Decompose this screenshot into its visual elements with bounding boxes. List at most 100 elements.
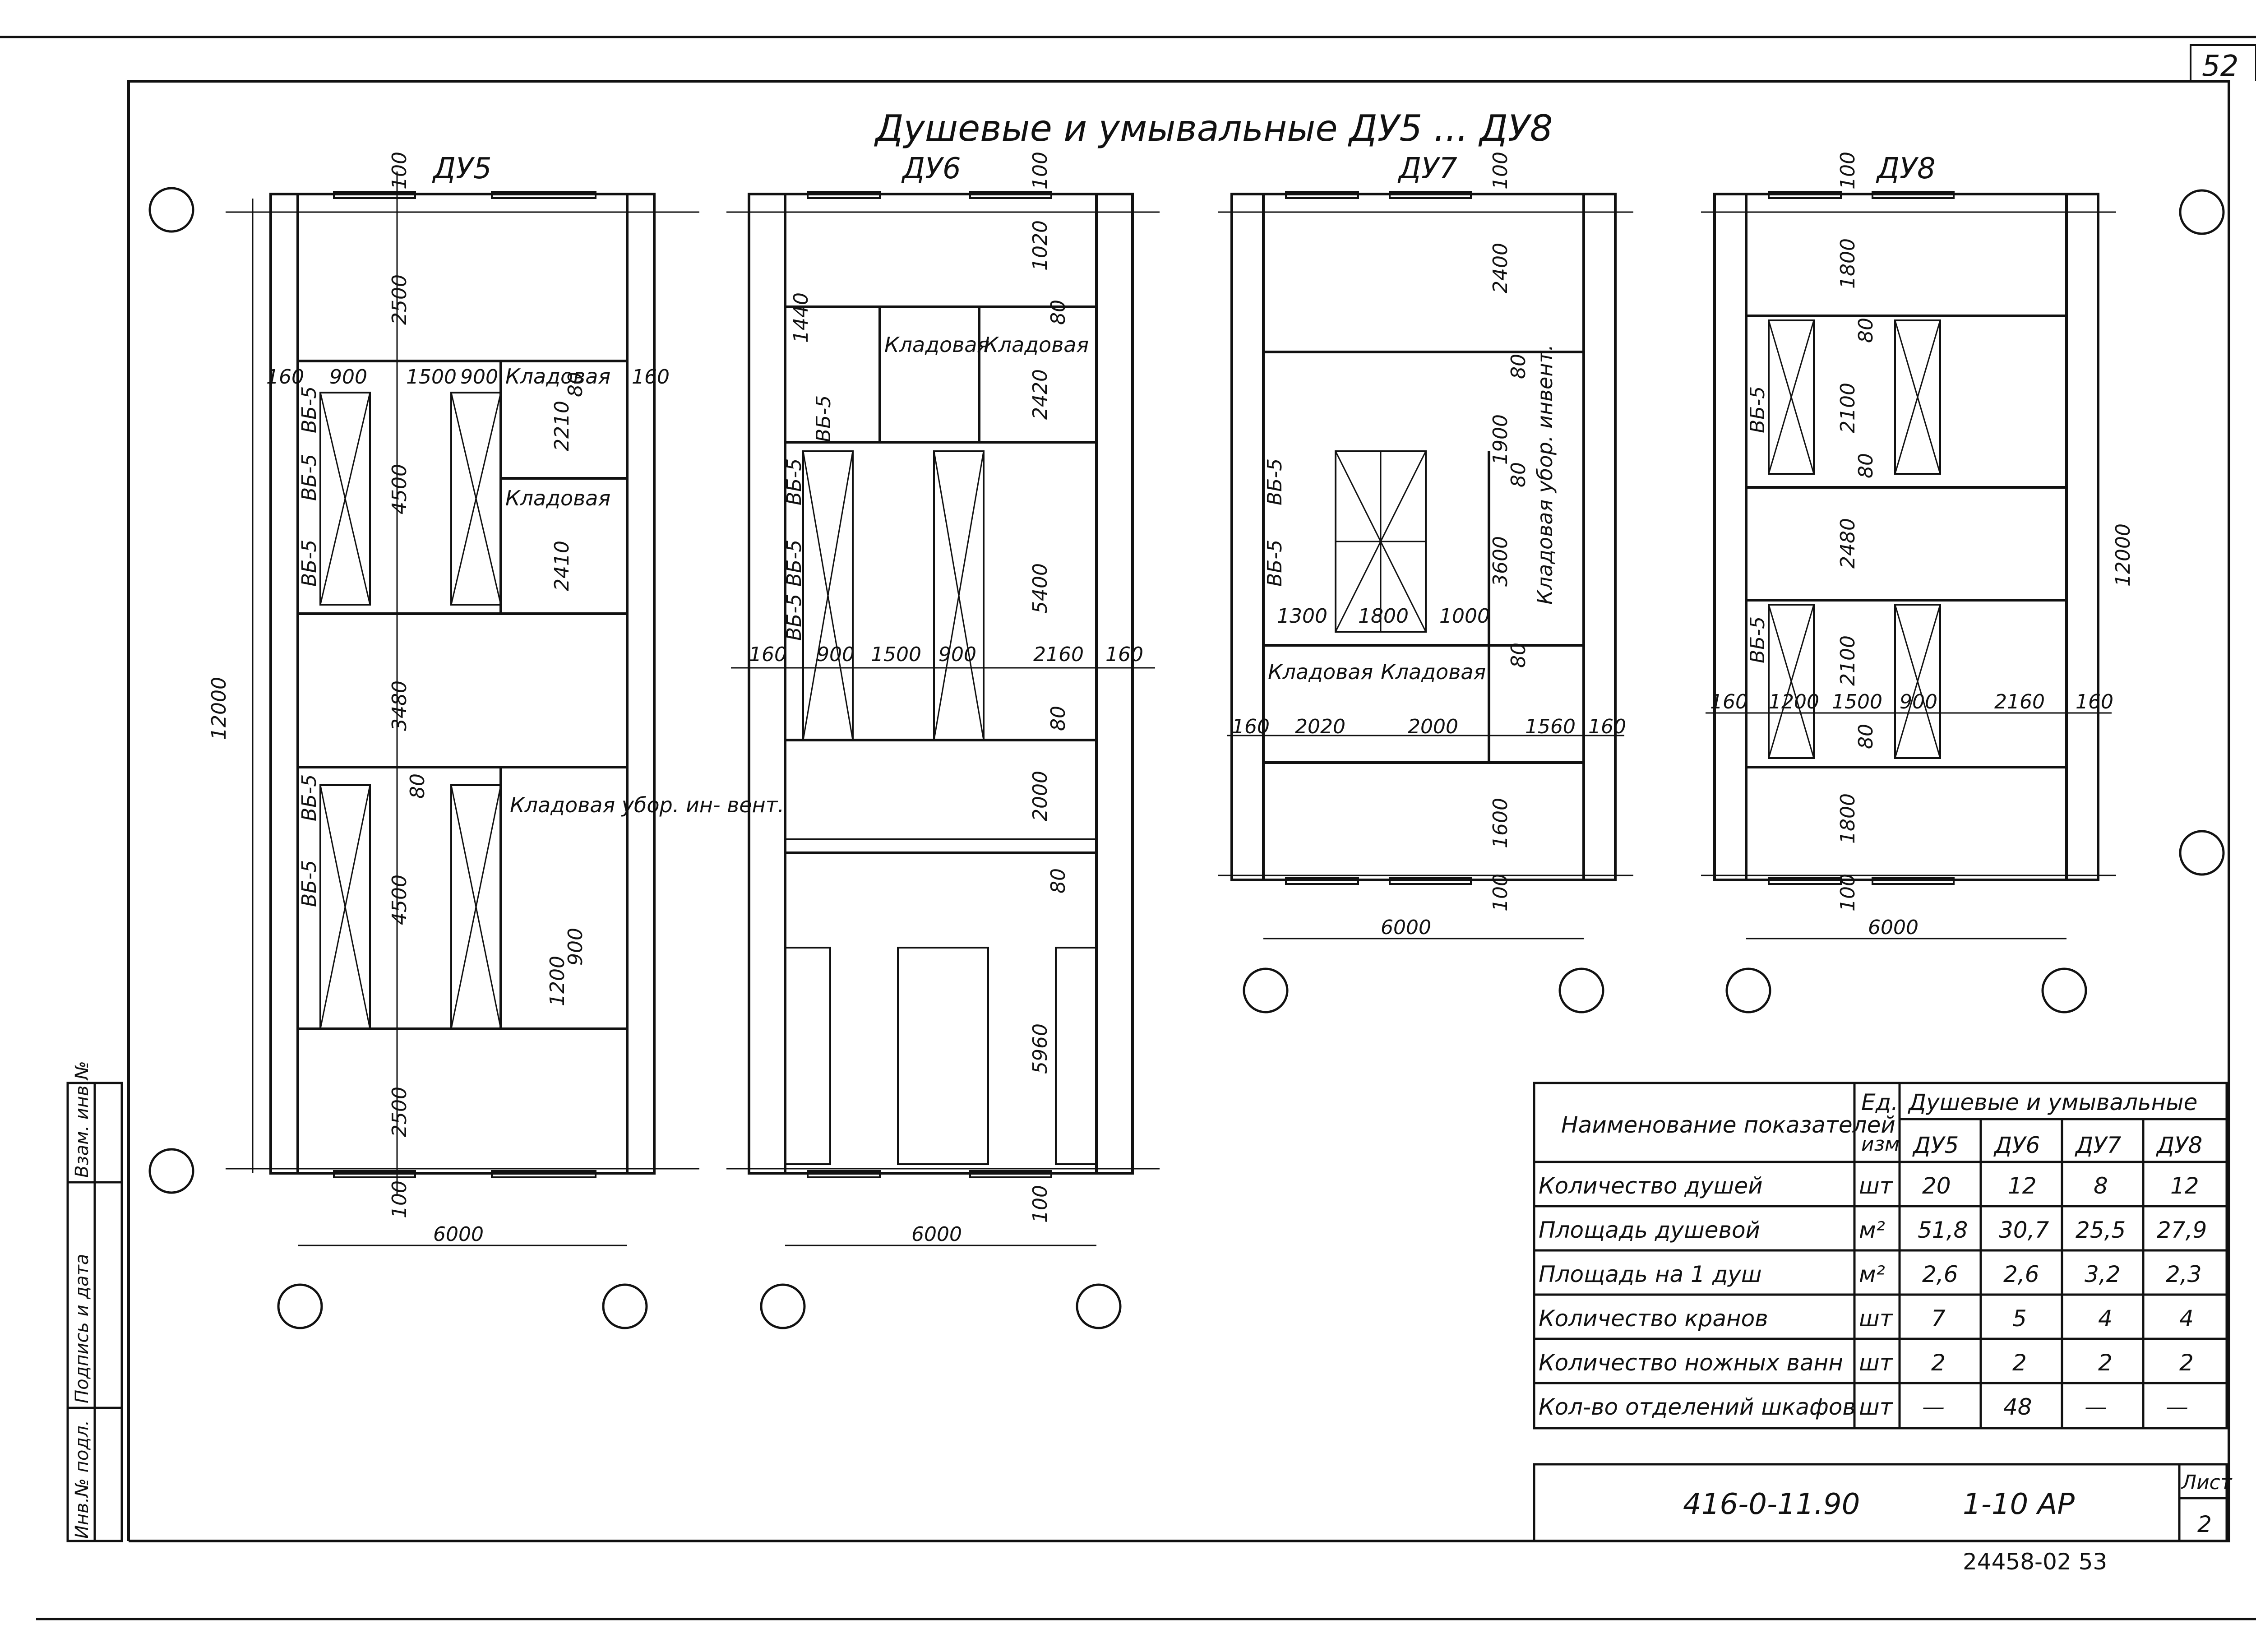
du8-dim-7: 1500 [1832,690,1882,713]
du7-dim-7: 160 [1232,715,1270,738]
du8-dim-5: 160 [1710,690,1748,713]
du6-shower-2: ВБ-5 [783,594,806,641]
title-block-section: 1-10 АР [1963,1488,2075,1521]
du7-dim-11: 160 [1588,715,1626,738]
du5-shower-2: ВБ-5 [298,540,321,587]
table-row-2-du5: 2,6 [1922,1261,1958,1287]
du5-shower-1: ВБ-5 [298,454,321,501]
axis-bubble-du5-bottom-left [148,1148,194,1194]
du7-room-1: Кладовая [1381,660,1486,684]
table-row-3-unit: шт [1859,1305,1894,1332]
du6-dim-11: 2000 [1029,771,1052,821]
du8-dim-16: 80 [1854,453,1877,478]
du5-dim-14: 100 [388,1180,411,1218]
table-header-name: Наименование показателей [1561,1112,1895,1138]
table-row-0-du8: 12 [2170,1173,2199,1199]
du5-shower-4: ВБ-5 [298,860,321,907]
du8-dim-8: 900 [1900,690,1937,713]
table-row-5-du6: 48 [2003,1394,2032,1420]
side-stamp-sign: Подпись и дата [72,1254,92,1403]
du6-dim-8: 900 [938,643,976,666]
table-row-0-name: Количество душей [1539,1173,1763,1199]
plan-du8 [1701,191,2116,939]
du5-dim-10: 4500 [388,875,411,925]
table-row-3-du5: 7 [1931,1305,1946,1332]
main-title: Душевые и умывальные ДУ5 ... ДУ8 [874,107,1553,149]
plan-du7 [1218,191,1633,939]
du6-dim-4: 5400 [1029,563,1052,614]
title-block-code: 416-0-11.90 [1683,1488,1860,1521]
du6-dim-12: 5960 [1029,1023,1052,1074]
du5-dim-11: 1200 [546,956,569,1006]
axis-bubble-du7-b [1558,967,1604,1013]
du5-dim-2: 1500 [406,366,457,389]
du7-dim-1: 2400 [1489,243,1512,293]
table-row-5-du5: — [1922,1394,1945,1420]
du8-dim-11: 1800 [1836,793,1859,844]
table-row-5-du8: — [2166,1394,2188,1420]
du6-dim-2: 1440 [790,292,813,343]
axis-bubble-du8-bottom-right [2179,830,2225,876]
du5-dim-0: 2500 [388,274,411,325]
plan-du6-title: ДУ6 [901,152,961,185]
axis-bubble-du8-a [1725,967,1771,1013]
table-col-du6: ДУ6 [1993,1132,2040,1158]
axis-bubble-du6-b [1076,1283,1122,1329]
du6-dim-15: 80 [1047,300,1070,325]
du5-dim-9: 3480 [388,680,411,731]
du8-dim-10: 160 [2076,690,2113,713]
du5-shower-0: ВБ-5 [298,386,321,433]
du8-dim-6: 1200 [1769,690,1819,713]
du5-dim-8: 2410 [550,541,573,591]
table-row-0-du7: 8 [2094,1173,2108,1199]
du7-dim-9: 2000 [1408,715,1458,738]
plan-du7-title: ДУ7 [1397,152,1457,185]
table-row-3-du6: 5 [2012,1305,2027,1332]
du7-dim-12: 1600 [1489,798,1512,848]
table-row-4-du7: 2 [2098,1350,2113,1376]
du7-dim-13: 100 [1489,874,1512,912]
table-row-1-unit: м² [1859,1217,1885,1243]
table-row-3-du7: 4 [2098,1305,2113,1332]
du5-dim-17: 80 [564,372,587,397]
du5-room-0: Кладовая [505,364,610,389]
du6-shower-3: ВБ-5 [812,395,835,442]
du5-room-2: Кладовая убор. ин- вент. [510,793,784,817]
table-row-4-du5: 2 [1931,1350,1946,1376]
du7-room-0: Кладовая [1268,660,1373,684]
du6-dim-5: 160 [749,643,787,666]
du7-room-2: Кладовая убор. инвент. [1533,344,1557,605]
page-number-top: 52 [2202,50,2238,83]
table-row-5-name: Кол-во отделений шкафов [1539,1394,1856,1420]
du6-dim-13: 100 [1029,1185,1052,1223]
table-row-5-du7: — [2085,1394,2107,1420]
du5-dim-3: 900 [460,366,498,389]
du7-dim-6: 1000 [1439,605,1490,628]
du5-dim-7: 2210 [550,401,573,451]
table-header-unit-top: Ед. [1861,1089,1898,1115]
du7-dim-2: 1900 [1489,414,1512,465]
du6-dim-6: 900 [817,643,855,666]
table-row-1-name: Площадь душевой [1539,1217,1760,1243]
table-row-0-unit: шт [1859,1173,1894,1199]
axis-bubble-du8-b [2041,967,2087,1013]
du5-room-1: Кладовая [505,486,610,510]
axis-bubble-du7-a [1243,967,1289,1013]
side-stamp-replace: Взам. инв.№ [72,1061,92,1178]
table-row-5-unit: шт [1859,1394,1894,1420]
du5-dim-5: 160 [632,366,670,389]
side-stamp-inv: Инв.№ подл. [72,1420,92,1539]
table-col-du8: ДУ8 [2156,1132,2202,1158]
table-row-2-unit: м² [1859,1261,1885,1287]
axis-bubble-du5-b [602,1283,648,1329]
title-block-sheet-no: 2 [2197,1511,2212,1537]
table-row-2-du6: 2,6 [2003,1261,2039,1287]
du6-dim-7: 1500 [871,643,921,666]
table-row-3-name: Количество кранов [1539,1305,1768,1332]
axis-bubble-du6-a [760,1283,806,1329]
du6-dim-9: 2160 [1033,643,1084,666]
title-block-frame [1533,1463,2228,1542]
table-row-4-du8: 2 [2179,1350,2194,1376]
plan-du8-title: ДУ8 [1876,152,1936,185]
